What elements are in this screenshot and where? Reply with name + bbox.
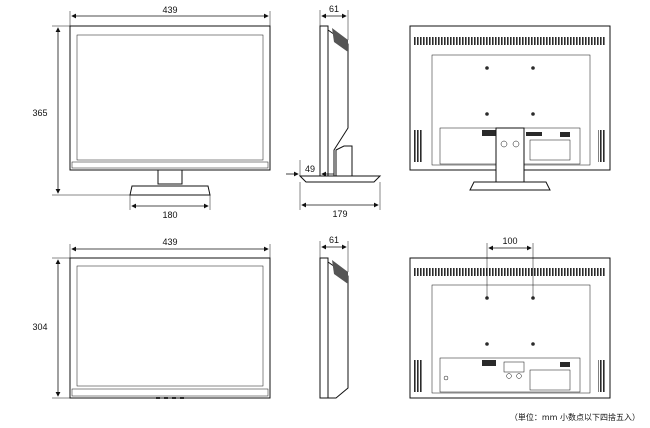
monitor-screen [76,34,264,161]
port [560,362,570,367]
side-hatch [332,28,348,52]
dimension-front-height-bottom: 304 [32,257,70,399]
rear-stand-base [469,181,551,191]
dimension-front-height-top: 365 [32,25,130,196]
side-depth-label: 61 [329,235,339,245]
port [503,361,525,373]
port [526,132,542,136]
vesa-hole [485,112,489,116]
monitor-bezel [69,257,271,399]
button [156,397,160,399]
rear-top-vents [414,268,606,276]
side-housing [327,261,349,399]
rear-panel-outline [431,284,591,394]
rear-view-no-stand [409,257,611,399]
dimension-front-width-bottom: 439 [69,237,271,258]
port [482,130,496,136]
vesa-hole [531,66,535,70]
port [560,132,570,137]
stand-screw [512,140,520,148]
side-panel [319,257,329,399]
dimension-front-width-top: 439 [69,5,271,26]
side-stand-depth-label: 179 [332,209,347,219]
side-view-with-stand [298,25,382,183]
front-width-label: 439 [162,5,177,15]
rear-stand-neck [495,127,525,183]
bottom-bezel [71,161,269,169]
stand-width-label: 180 [162,210,177,220]
side-view-no-stand [319,257,349,399]
front-height-label: 365 [32,108,47,118]
monitor-bezel [69,25,271,171]
front-view-no-stand [69,257,271,399]
side-stand-offset-label: 49 [305,164,315,174]
rear-top-vents [414,37,606,45]
rear-side-vent [414,360,422,392]
rear-vesa-label: 100 [502,236,517,246]
vesa-hole [485,342,489,346]
side-stand-base [298,175,382,183]
dimension-side-depth-bottom: 61 [319,235,349,272]
vesa-hole [531,112,535,116]
rear-label-plate [529,139,571,161]
stand-base [129,185,211,196]
side-depth-label: 61 [329,4,339,14]
button [172,397,176,399]
stand-screw [506,373,512,379]
rear-label-plate [529,369,571,391]
port [482,360,496,366]
rear-housing [409,257,611,399]
stand-screw [516,373,522,379]
side-stand-neck [335,145,353,177]
dimension-side-stand-offset: 49 [286,160,334,177]
dimension-side-depth-top: 61 [319,4,349,40]
front-width-label: 439 [162,237,177,247]
rear-connector-area [439,357,581,393]
rear-side-vent [598,130,606,162]
stand-neck [157,169,183,185]
button [180,397,184,399]
unit-note: （単位：mm 小数点以下四捨五入） [510,412,640,422]
monitor-screen [76,265,264,387]
front-height-label: 304 [32,322,47,332]
dimension-side-stand-depth: 179 [299,182,381,219]
side-panel [319,25,329,177]
dimension-rear-vesa: 100 [486,236,534,298]
stand-screw [500,140,508,148]
rear-side-vent [414,130,422,162]
rear-view-with-stand [409,25,611,191]
lock-slot [443,375,449,381]
bottom-bezel [71,388,269,397]
front-view-with-stand [69,25,271,196]
dimension-stand-width: 180 [129,195,211,220]
vesa-hole [531,342,535,346]
side-hatch [332,260,348,284]
vesa-hole [485,66,489,70]
button [164,397,168,399]
rear-side-vent [598,360,606,392]
